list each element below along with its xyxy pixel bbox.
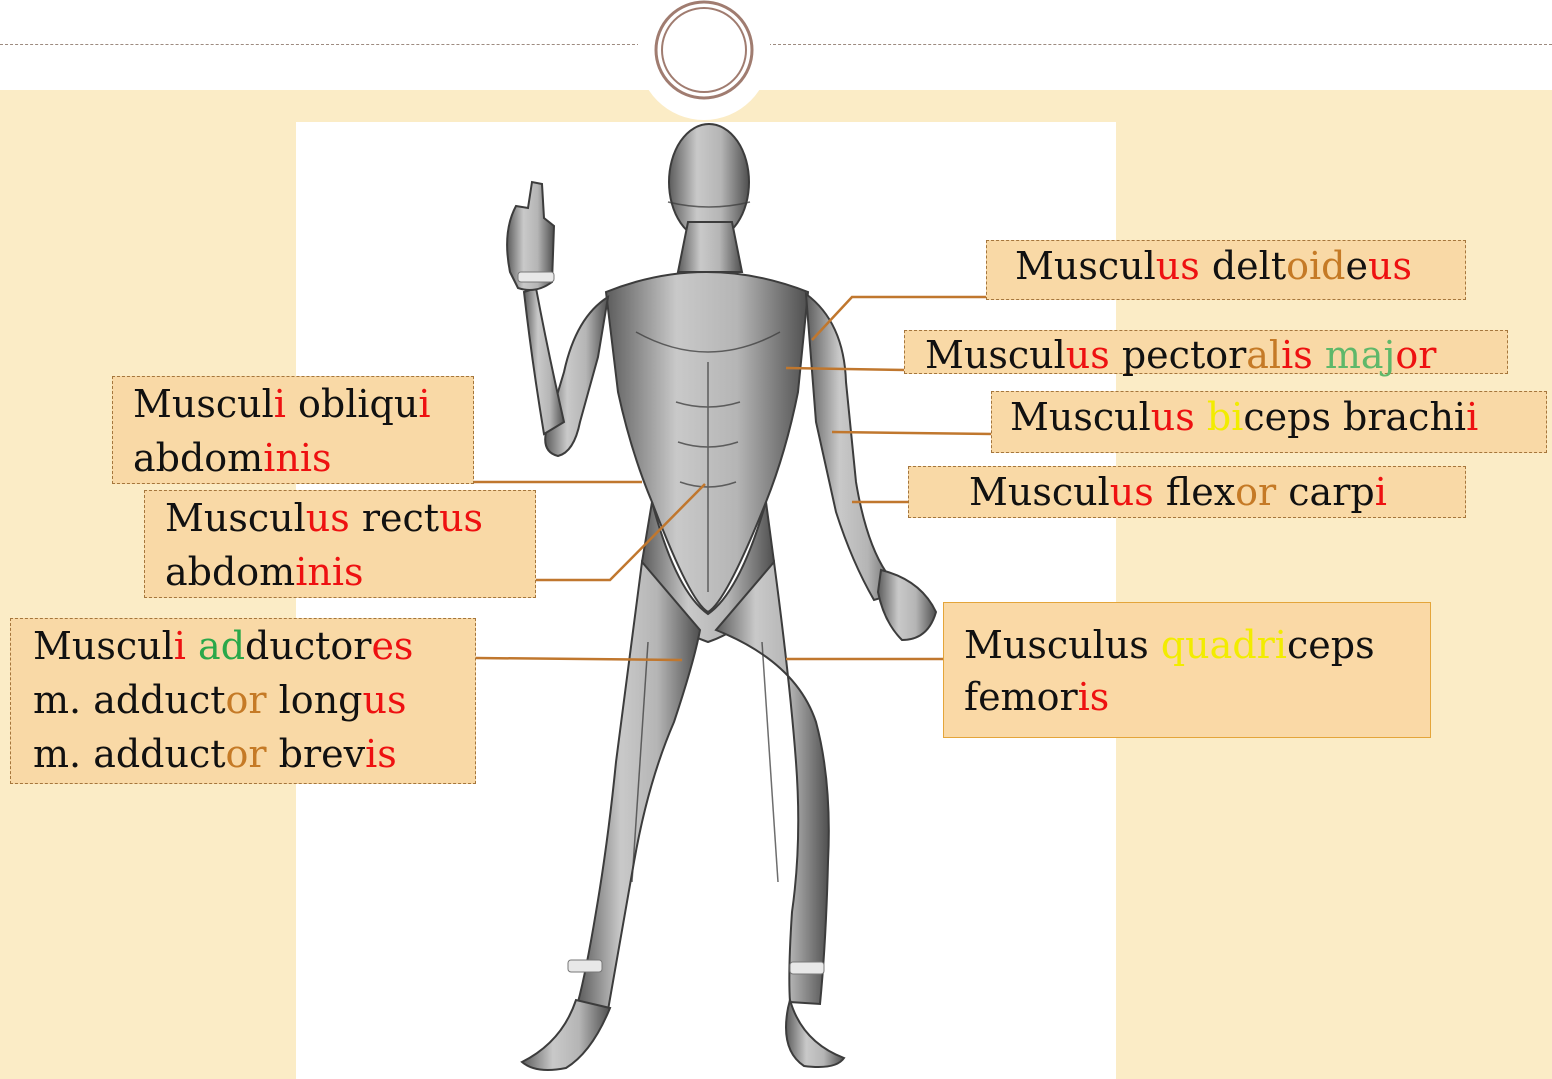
label-text-segment: us — [1066, 333, 1110, 377]
label-line: m. adductor brevis — [33, 727, 469, 781]
label-text-segment: us — [439, 496, 483, 540]
label-line: Musculi obliqui — [133, 377, 467, 431]
label-text-segment: or — [1395, 333, 1436, 377]
label-text-segment: flex — [1154, 470, 1235, 514]
label-text-segment: us — [1110, 470, 1154, 514]
label-text-segment: or — [1235, 470, 1276, 514]
label-pectoralis: Musculus pectoralis major — [904, 330, 1508, 374]
label-line: abdominis — [133, 431, 467, 485]
label-text-segment: i — [1466, 395, 1478, 439]
header-ornament — [638, 0, 770, 120]
label-text-segment: rect — [350, 496, 439, 540]
label-text-segment: ductor — [245, 624, 371, 668]
header-divider-left — [0, 44, 640, 45]
label-text-segment: abdom — [165, 550, 295, 594]
label-text-segment: Muscul — [165, 496, 306, 540]
label-line: femoris — [964, 671, 1430, 723]
header-band — [0, 0, 1552, 90]
label-text-segment: i — [174, 624, 186, 668]
label-text-segment: femor — [964, 675, 1078, 719]
label-text-segment: abdom — [133, 436, 263, 480]
label-text-segment: i — [1375, 470, 1387, 514]
label-text-segment: i — [274, 382, 286, 426]
label-text-segment: quadri — [1161, 623, 1287, 667]
label-flexor: Musculus flexor carpi — [908, 466, 1466, 518]
label-text-segment: Muscul — [33, 624, 174, 668]
label-text-segment: carp — [1276, 470, 1375, 514]
label-text-segment: m. adduct — [33, 732, 226, 776]
label-text-segment: is — [365, 732, 397, 776]
label-text-segment: is — [1281, 333, 1313, 377]
label-text-segment: Muscul — [969, 470, 1110, 514]
label-line: Musculus pectoralis major — [925, 331, 1501, 379]
label-line: Musculi adductores — [33, 619, 469, 673]
label-text-segment: oid — [1286, 244, 1345, 288]
label-text-segment: m. adduct — [33, 678, 226, 722]
label-text-segment: al — [1246, 333, 1281, 377]
label-text-segment: Muscul — [925, 333, 1066, 377]
label-text-segment: Musculus — [964, 623, 1161, 667]
label-text-segment: inis — [263, 436, 331, 480]
label-text-segment: brev — [267, 732, 366, 776]
label-text-segment: Muscul — [1010, 395, 1151, 439]
label-line: Musculus rectus — [165, 491, 529, 545]
label-text-segment: bi — [1207, 395, 1243, 439]
label-text-segment: us — [1156, 244, 1200, 288]
label-text-segment: us — [1368, 244, 1412, 288]
label-text-segment: us — [1151, 395, 1195, 439]
label-line: Musculus deltoideus — [1015, 241, 1459, 291]
label-text-segment: or — [226, 678, 267, 722]
label-text-segment: us — [306, 496, 350, 540]
label-text-segment: ad — [198, 624, 245, 668]
label-text-segment: or — [226, 732, 267, 776]
label-text-segment: maj — [1325, 333, 1395, 377]
label-text-segment: obliqu — [286, 382, 418, 426]
label-text-segment: i — [418, 382, 430, 426]
label-text-segment: ceps brachi — [1243, 395, 1466, 439]
label-text-segment: long — [267, 678, 363, 722]
label-biceps: Musculus biceps brachii — [991, 391, 1547, 453]
label-text-segment: pector — [1110, 333, 1247, 377]
label-text-segment: Muscul — [1015, 244, 1156, 288]
label-text-segment: delt — [1200, 244, 1286, 288]
label-text-segment: Muscul — [133, 382, 274, 426]
label-text-segment: ceps — [1287, 623, 1375, 667]
label-line: m. adductor longus — [33, 673, 469, 727]
label-text-segment: us — [363, 678, 407, 722]
label-text-segment — [186, 624, 198, 668]
label-line: Musculus biceps brachii — [1010, 392, 1540, 442]
label-line: Musculus quadriceps — [964, 619, 1430, 671]
label-text-segment: inis — [295, 550, 363, 594]
header-divider-right — [768, 44, 1552, 45]
label-line: Musculus flexor carpi — [969, 467, 1459, 517]
label-text-segment: e — [1345, 244, 1368, 288]
label-line: abdominis — [165, 545, 529, 599]
label-text-segment — [1313, 333, 1325, 377]
label-text-segment: is — [1078, 675, 1110, 719]
double-ring-icon — [638, 0, 770, 120]
label-text-segment — [1195, 395, 1207, 439]
label-text-segment: es — [371, 624, 413, 668]
label-deltoideus: Musculus deltoideus — [986, 240, 1466, 300]
